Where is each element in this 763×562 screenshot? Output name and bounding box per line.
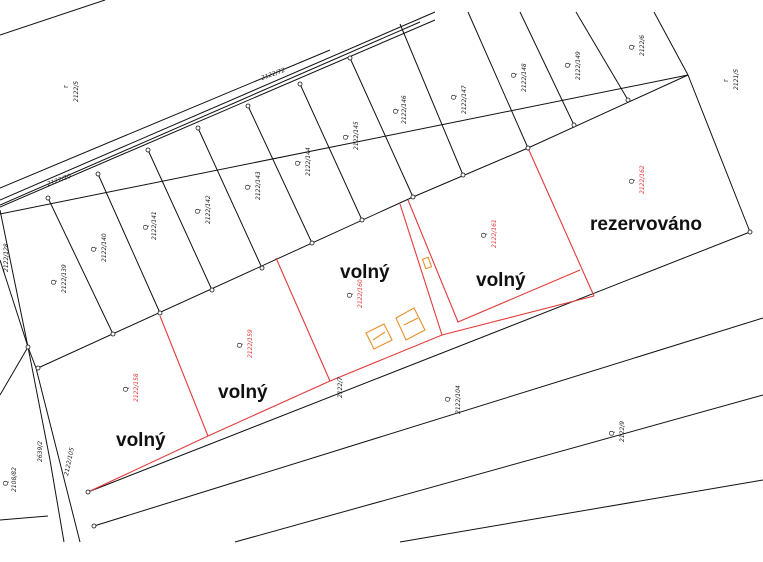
parcel-kind-p17: Q — [628, 178, 636, 184]
parcel-number-p16: 2121/5 — [733, 69, 740, 90]
parcel-number-p20: 2122/159 — [247, 329, 254, 358]
parcel-kind-p5: Q — [90, 246, 98, 252]
parcel-number-p18: 2122/161 — [491, 219, 498, 248]
boundary-points — [25, 55, 753, 529]
parcel-kind-p9: Q — [294, 160, 302, 166]
parcel-number-p23: 2122/104 — [455, 385, 462, 414]
parcel-kind-p10: Q — [342, 134, 350, 140]
parcel-kind-p28: Q — [2, 480, 10, 486]
parcel-kind-p13: Q — [510, 72, 518, 78]
status-labels: volný volný volný volný rezervováno — [116, 214, 702, 451]
parcel-number-p14: 2122/149 — [575, 51, 582, 80]
parcel-kind-p16: r — [722, 79, 730, 82]
parcel-kind-p12: Q — [450, 94, 458, 100]
parcel-kind-p15: Q — [628, 44, 636, 50]
parcel-number-p5: 2122/140 — [101, 233, 108, 262]
parcel-kind-p6: Q — [142, 224, 150, 230]
status-label-s2: volný — [476, 270, 526, 291]
parcel-kind-p24: Q — [608, 430, 616, 436]
parcel-number-p21: 2122/158 — [133, 373, 140, 402]
parcel-number-p11: 2122/146 — [401, 95, 408, 124]
parcel-kind-p8: Q — [244, 184, 252, 190]
parcel-number-p3: 2122/20 — [46, 173, 72, 188]
status-label-s3: volný — [218, 382, 268, 403]
parcel-kind-p18: Q — [480, 232, 488, 238]
parcel-kind-p20: Q — [236, 342, 244, 348]
parcel-number-p27: 2122/105 — [63, 447, 76, 477]
building-outline-1 — [365, 323, 393, 350]
parcel-kind-p7: Q — [194, 208, 202, 214]
parcel-number-p6: 2122/141 — [151, 211, 158, 240]
parcel-number-p13: 2122/148 — [521, 63, 528, 92]
parcel-number-p25: 2122/128 — [3, 243, 10, 272]
parcel-number-p9: 2122/144 — [305, 147, 312, 176]
parcel-kind-p11: Q — [392, 108, 400, 114]
parcel-number-p4: 2122/139 — [61, 264, 68, 293]
parcel-kind-p19: Q — [346, 292, 354, 298]
parcel-number-p19: 2122/160 — [357, 279, 364, 308]
parcel-number-p28: 2108/82 — [11, 467, 18, 492]
available-parcel-outlines — [87, 147, 595, 493]
status-label-s1: volný — [340, 262, 390, 283]
parcel-number-p15: 2122/6 — [639, 35, 646, 56]
parcel-number-p8: 2122/143 — [255, 171, 262, 200]
parcel-number-p12: 2122/147 — [461, 85, 468, 114]
status-label-s5: rezervováno — [590, 214, 702, 235]
parcel-kind-p21: Q — [122, 386, 130, 392]
parcel-number-p7: 2122/142 — [205, 195, 212, 224]
building-outline-2 — [395, 307, 426, 341]
parcel-number-p17: 2122/162 — [639, 165, 646, 194]
parcel-number-p24: 2122/9 — [619, 421, 626, 442]
parcel-number-p26: 2639/2 — [37, 441, 44, 462]
parcel-number-p1: 2122/5 — [73, 81, 80, 102]
parcel-number-p10: 2122/145 — [353, 121, 360, 150]
parcel-kind-p4: Q — [50, 279, 58, 285]
status-label-s4: volný — [116, 430, 166, 451]
parcel-number-p2: 2122/72 — [260, 67, 286, 82]
building-outlines — [365, 256, 433, 350]
parcel-kind-p23: Q — [444, 396, 452, 402]
parcel-number-p22: 2122/7 — [337, 377, 344, 398]
parcel-kind-p1: r — [62, 85, 70, 88]
parcel-kind-p14: Q — [564, 62, 572, 68]
